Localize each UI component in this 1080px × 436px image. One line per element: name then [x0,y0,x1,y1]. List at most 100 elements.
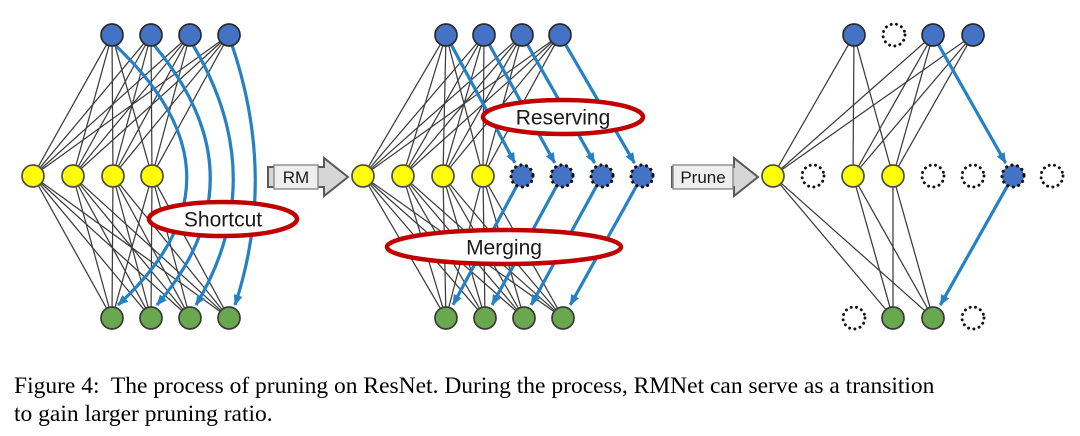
edge-black [370,41,515,170]
node-green [512,306,536,330]
edge-black [445,45,482,166]
node-blue [472,23,496,47]
node-yellow [140,164,164,188]
edge-black [407,44,480,167]
node-dotted [960,305,986,331]
edge-black [37,185,108,309]
annotation-label: Shortcut [184,209,262,232]
block-arrow-label: Prune [680,168,725,187]
edge-black [150,186,153,308]
edge-shortcut-curve [152,43,212,307]
node-dashed-blue [629,163,655,189]
node-yellow [21,164,45,188]
edge-black [897,44,969,167]
node-dotted [960,163,986,189]
node-dotted [841,305,867,331]
node-yellow [351,164,375,188]
node-blue [961,23,985,47]
rm-arrow: RM [267,155,350,199]
edge-black [39,43,145,168]
black-edges [37,40,969,313]
edge-black [111,186,114,308]
annotation-ellipse [384,227,624,267]
edge-black [857,44,929,167]
edge-black [410,41,553,170]
edge-black [114,186,150,308]
edge-black [80,41,222,170]
node-blue [434,23,458,47]
edge-shortcut-curve [230,44,257,306]
edge-black [405,45,444,166]
node-green [473,306,497,330]
edge-shortcut-arrow [449,43,517,164]
annotation-label: Merging [466,237,542,260]
annotation-reserving: Reserving [480,97,646,137]
node-yellow [471,164,495,188]
node-dashed-blue [509,163,535,189]
node-blue [100,23,124,47]
node-green [139,306,163,330]
node-blue [921,23,945,47]
annotation-merging: Merging [384,227,624,267]
edge-shortcut-arrow [937,43,1007,164]
node-blue [842,23,866,47]
node-dashed-blue [1000,163,1026,189]
node-yellow [101,164,125,188]
node-green [921,306,945,330]
annotation-label: Reserving [516,107,611,130]
block-arrow-label-box [672,164,734,190]
node-dotted [1039,163,1065,189]
node-blue [139,23,163,47]
node-dotted [881,22,907,48]
edge-black [368,44,441,167]
edge-shortcut-curve [113,43,189,307]
node-dashed-blue [549,163,575,189]
edge-black [37,44,108,167]
edge-black [40,41,183,170]
node-yellow [61,164,85,188]
block-arrow-label-box [273,164,319,190]
figure-caption: Figure 4: The process of pruning on ResN… [0,365,1080,428]
node-blue [178,23,202,47]
node-yellow [431,164,455,188]
edge-shortcut-arrow [938,184,1009,306]
caption-line-1: Figure 4: The process of pruning on ResN… [14,373,935,399]
edge-black [75,186,110,308]
edge-black [41,40,221,171]
node-yellow [761,164,785,188]
block-arrow-label: RM [283,168,309,187]
node-yellow [841,164,865,188]
edge-black [855,186,891,308]
edge-black [895,186,931,308]
node-yellow [881,164,905,188]
prune-arrow: Prune [671,155,760,199]
annotation-ellipse [480,97,646,137]
node-green [881,306,905,330]
edge-black [780,182,926,312]
node-green [551,306,575,330]
node-green [178,306,202,330]
node-dotted [800,163,826,189]
caption-line-2: to gain larger pruning ratio. [14,401,273,427]
edge-black [779,183,887,311]
annotation-ellipse [146,199,300,239]
node-yellow [391,164,415,188]
node-dotted [920,163,946,189]
edge-black [442,45,447,166]
edge-black [371,40,552,171]
edge-black [154,186,188,308]
edge-black [781,40,965,171]
node-blue [217,23,241,47]
node-blue [548,23,572,47]
node-dashed-blue [589,163,615,189]
node-green [100,306,124,330]
edge-black [156,44,225,167]
edge-black [777,44,850,167]
node-green [434,306,458,330]
node-blue [510,23,534,47]
edge-black [448,45,481,166]
edge-shortcut-curve [191,44,235,306]
node-green [217,306,241,330]
